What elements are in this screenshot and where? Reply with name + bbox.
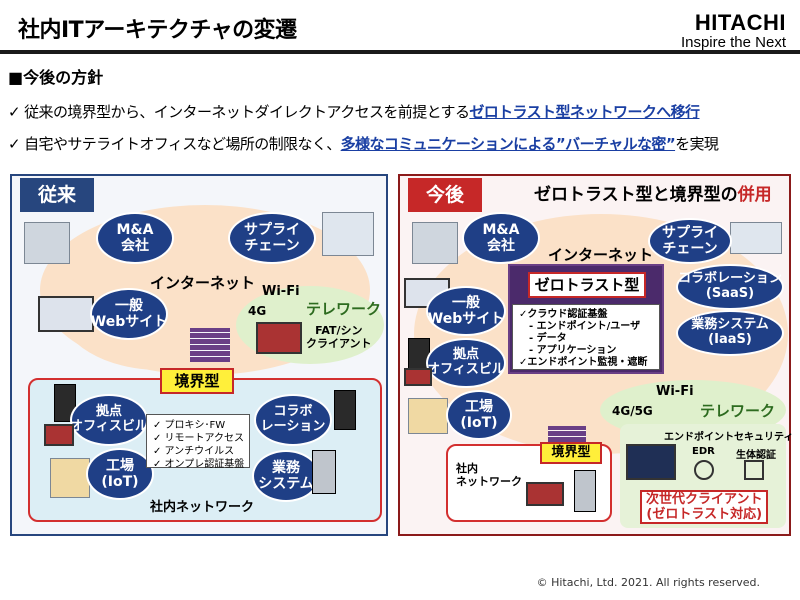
general-website-node: 一般 Webサイト <box>90 288 168 340</box>
edr-label: EDR <box>692 446 715 457</box>
ma-company-node-right: M&A 会社 <box>462 212 540 264</box>
factory-node-right: 工場 (IoT) <box>446 390 512 440</box>
bullet-2: ✓ 自宅やサテライトオフィスなど場所の制限なく、多様なコミュニケーションによる”… <box>8 133 719 154</box>
intranet-label: 社内 ネットワーク <box>456 462 522 488</box>
check-icon: ✓ <box>8 135 21 153</box>
ma-company-node: M&A 会社 <box>96 212 174 264</box>
telework-label: テレワーク <box>306 300 382 318</box>
feature-item: ✓ オンプレ認証基盤 <box>153 459 245 470</box>
internet-label: インターネット <box>150 274 256 292</box>
business-server-icon <box>312 450 336 494</box>
intranet-server-icon <box>574 470 596 512</box>
company-building-icon-right <box>412 222 458 264</box>
bullet-1: ✓ 従来の境界型から、インターネットダイレクトアクセスを前提とするゼロトラスト型… <box>8 101 700 122</box>
hitachi-logo: HITACHI Inspire the Next <box>681 10 786 51</box>
client-laptop-icon <box>626 444 676 480</box>
legacy-heading: 従来 <box>20 178 94 212</box>
telework-label-right: テレワーク <box>700 402 776 420</box>
biometric-label: 生体認証 <box>736 450 776 461</box>
business-system-node: 業務 システム <box>252 450 320 502</box>
office-node-right: 拠点 オフィスビル <box>426 338 506 388</box>
internal-network-label: 社内ネットワーク <box>150 500 255 515</box>
boundary-badge-right: 境界型 <box>540 442 602 464</box>
factory-icon <box>50 458 90 498</box>
feature-item: ✓ リモートアクセス <box>153 433 245 444</box>
office-laptop-icon <box>44 424 74 446</box>
firewall-icon-right <box>548 426 586 442</box>
bullet-1-highlight: ゼロトラスト型ネットワークへ移行 <box>469 103 700 121</box>
4g5g-label: 4G/5G <box>612 404 653 418</box>
factory-icon-right <box>408 398 448 434</box>
wifi-label-right: Wi-Fi <box>656 384 694 399</box>
zero-trust-badge: ゼロトラスト型 <box>528 272 646 298</box>
supply-chain-node-right: サプライ チェーン <box>648 218 732 264</box>
boundary-features-list: ✓ プロキシ･FW ✓ リモートアクセス ✓ アンチウイルス ✓ オンプレ認証基… <box>146 414 250 470</box>
section-heading: ■今後の方針 <box>8 68 104 87</box>
laptop-icon <box>256 322 302 354</box>
logo-tagline: Inspire the Next <box>680 34 786 51</box>
bullet-2-highlight: 多様なコミュニケーションによる”バーチャルな密” <box>340 135 676 153</box>
bullet-1-text: 従来の境界型から、インターネットダイレクトアクセスを前提とする <box>24 103 470 121</box>
zt-item: - アプリケーション <box>519 345 617 356</box>
office-node: 拠点 オフィスビル <box>70 394 148 446</box>
future-heading: 今後 <box>408 178 482 212</box>
future-title-main: ゼロトラスト型と境界型の <box>534 185 738 205</box>
supply-building-icon-right <box>730 222 782 254</box>
feature-item: ✓ プロキシ･FW <box>153 420 226 431</box>
check-icon: ✓ <box>8 103 21 121</box>
page-title: 社内ITアーキテクチャの変遷 <box>18 18 297 43</box>
general-website-node-right: 一般 Webサイト <box>426 286 506 336</box>
supply-chain-node: サプライ チェーン <box>228 212 316 264</box>
bullet-2-suffix: を実現 <box>675 135 719 153</box>
zero-trust-features: ✓クラウド認証基盤 - エンドポイント/ユーザ - データ - アプリケーション… <box>512 304 660 370</box>
endpoint-security-label: エンドポイントセキュリティ <box>664 432 794 443</box>
zt-item: - データ <box>519 333 567 344</box>
website-icon <box>38 296 94 332</box>
wifi-label: Wi-Fi <box>262 284 300 299</box>
office-laptop-icon-right <box>404 368 432 386</box>
bullet-2-text: 自宅やサテライトオフィスなど場所の制限なく、 <box>24 135 341 153</box>
title-rule <box>0 50 800 54</box>
4g-label: 4G <box>248 304 267 318</box>
face-id-icon <box>744 460 764 480</box>
collaboration-node: コラボ レーション <box>254 394 332 446</box>
magnifier-icon <box>694 460 714 480</box>
next-gen-client-label: 次世代クライアント (ゼロトラスト対応) <box>640 490 769 524</box>
collab-server-icon <box>334 390 356 430</box>
zt-item: ✓エンドポイント監視・遮断 <box>519 357 648 368</box>
saas-node: コラボレーション (SaaS) <box>676 264 784 310</box>
fat-thin-client-label: FAT/シン クライアント <box>306 324 372 350</box>
internet-label-right: インターネット <box>548 246 654 264</box>
copyright: © Hitachi, Ltd. 2021. All rights reserve… <box>536 576 760 589</box>
company-building-icon <box>24 222 70 264</box>
firewall-icon <box>190 328 230 362</box>
factory-node: 工場 (IoT) <box>86 448 154 500</box>
supply-building-icon <box>322 212 374 256</box>
iaas-node: 業務システム (IaaS) <box>676 310 784 356</box>
zt-item: - エンドポイント/ユーザ <box>519 321 641 332</box>
future-title-accent: 併用 <box>737 185 772 205</box>
feature-item: ✓ アンチウイルス <box>153 446 235 457</box>
logo-word: HITACHI <box>694 10 786 35</box>
boundary-badge: 境界型 <box>160 368 234 394</box>
future-title: ゼロトラスト型と境界型の併用 <box>534 180 772 205</box>
intranet-laptop-icon <box>526 482 564 506</box>
zt-item: ✓クラウド認証基盤 <box>519 309 608 320</box>
